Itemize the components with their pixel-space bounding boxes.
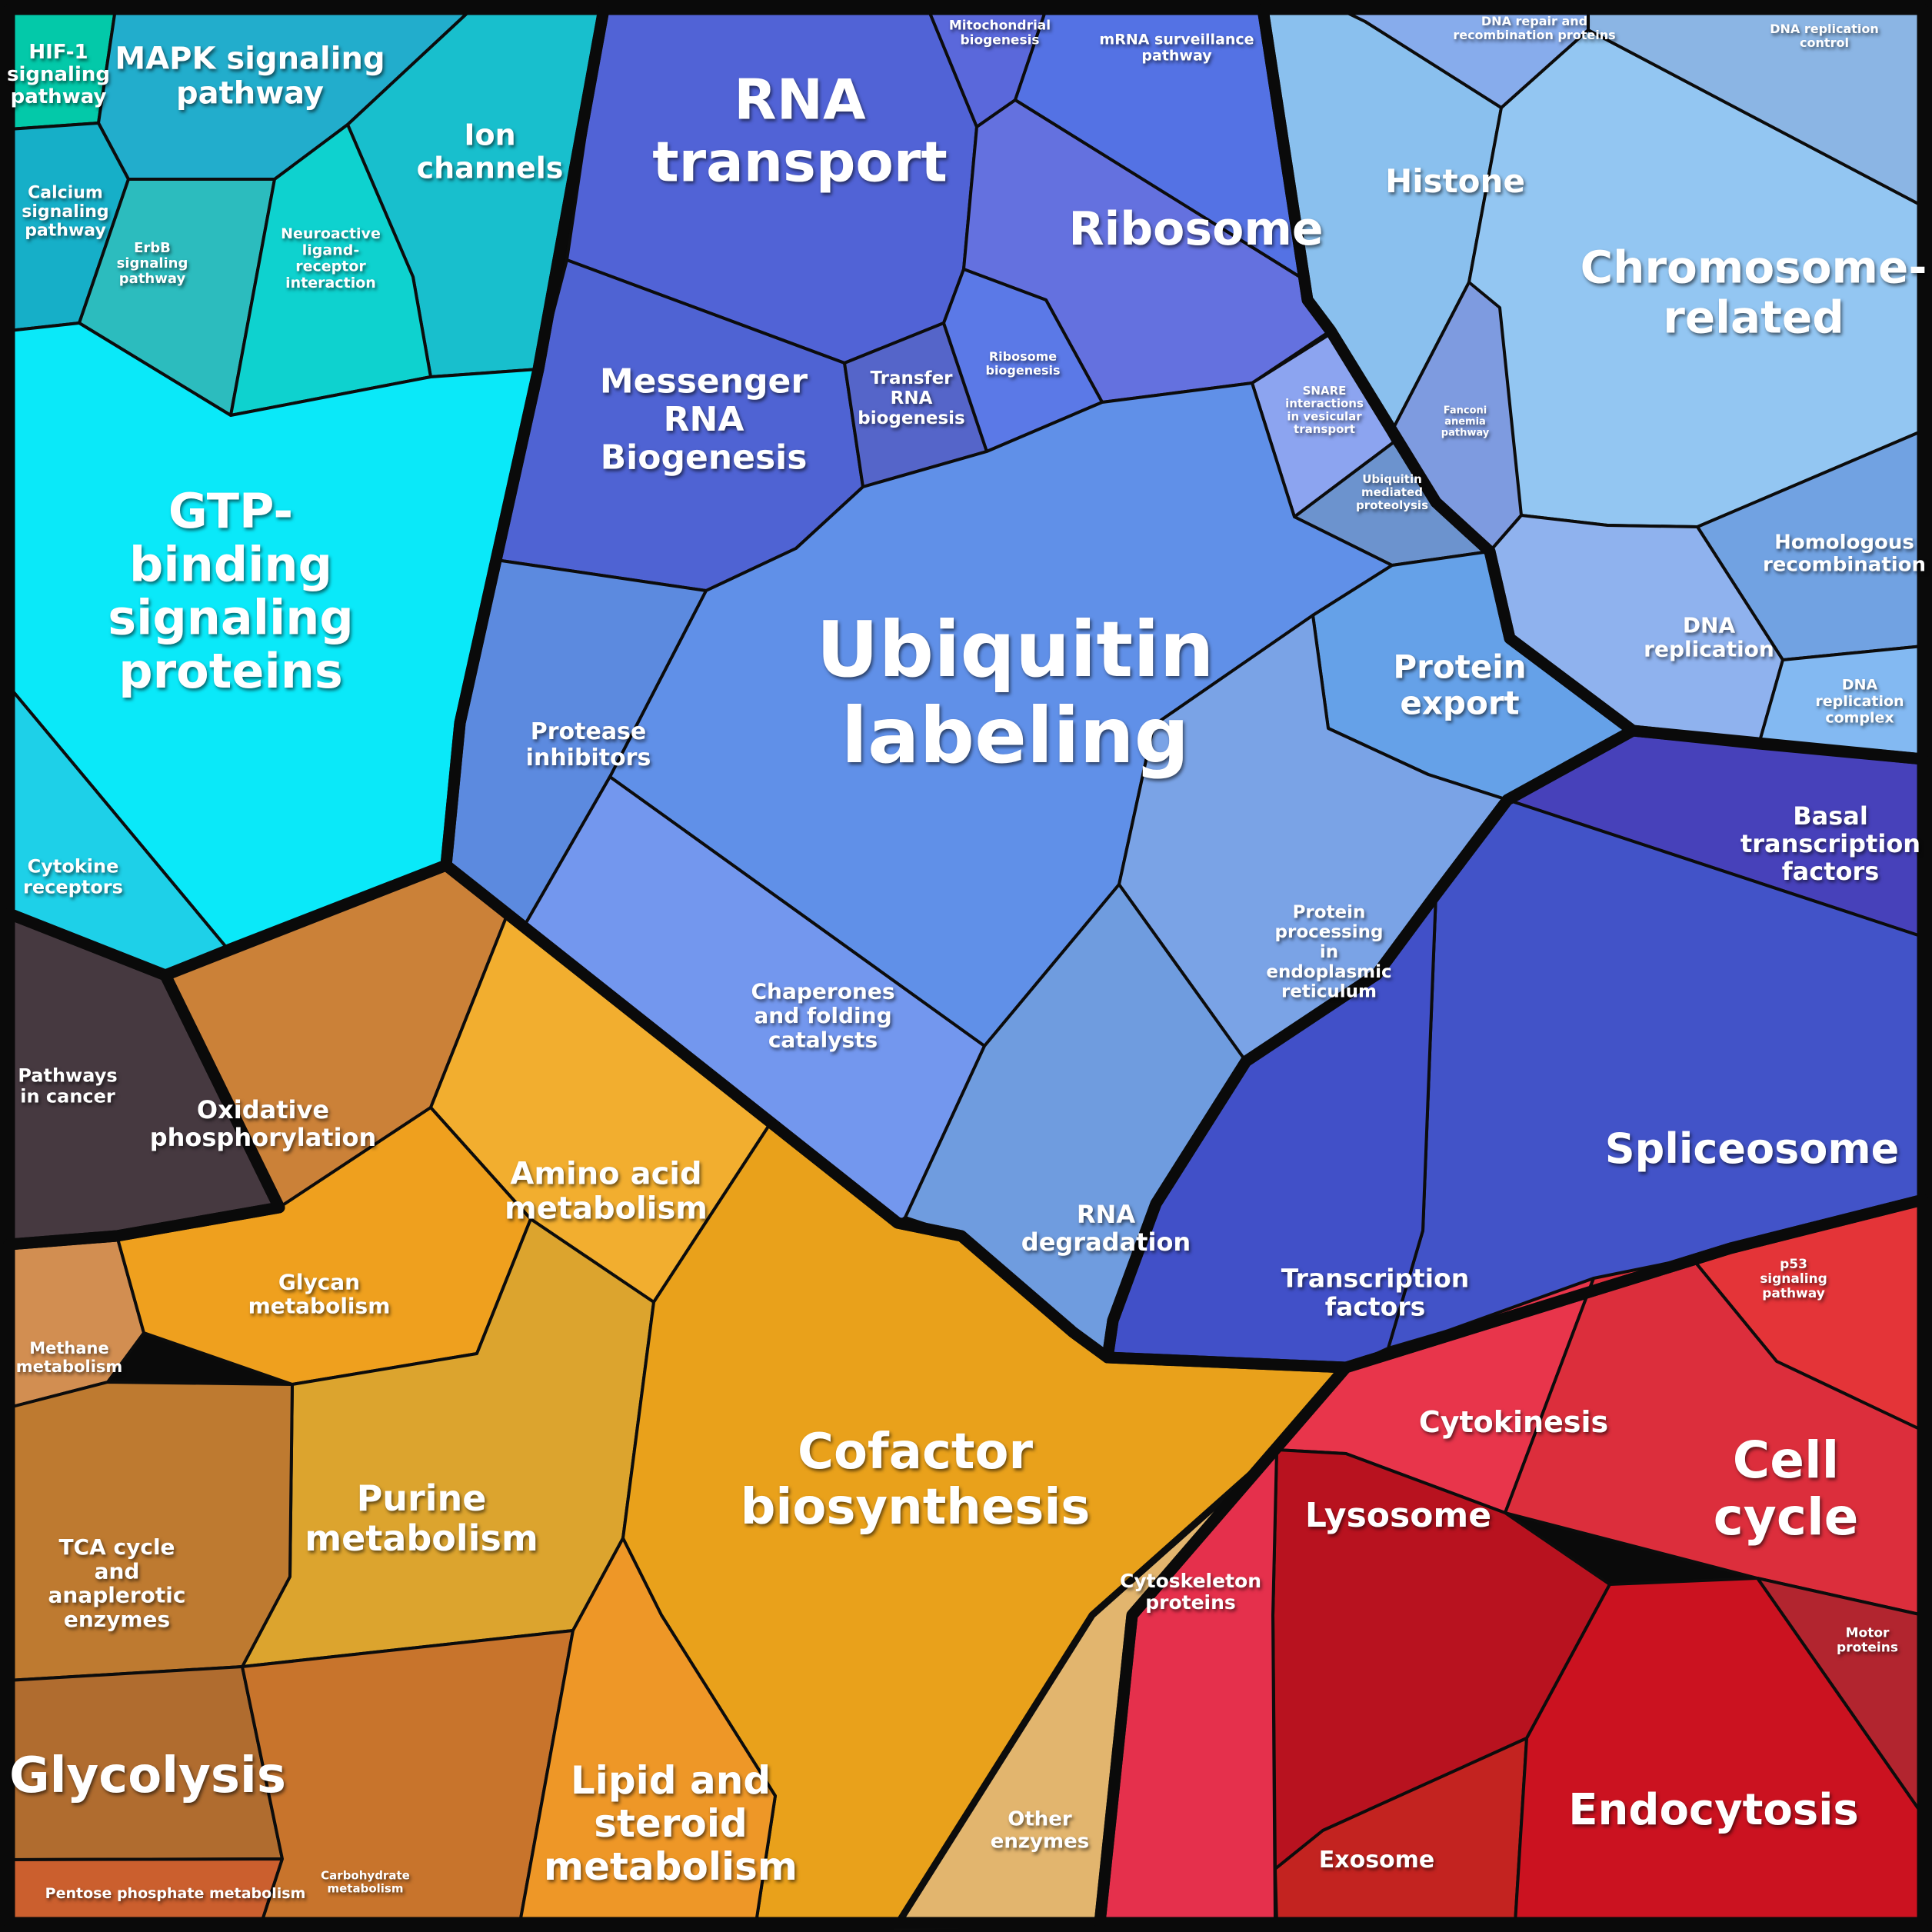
cell-label-exosome: Exosome xyxy=(1319,1847,1435,1874)
cell-label-spliceosome: Spliceosome xyxy=(1605,1124,1899,1173)
group-borders-layer xyxy=(3,3,1929,1929)
cell-label-pentose-phosphate: Pentose phosphate metabolism xyxy=(45,1885,306,1902)
cell-ribosome-biogenesis[interactable] xyxy=(942,268,1104,453)
group-border-cellular xyxy=(1094,1194,1929,1929)
cells-layer xyxy=(6,8,1924,1930)
cell-label-glycolysis: Glycolysis xyxy=(9,1747,286,1804)
cell-label-chromosome-related: Chromosome-related xyxy=(1581,242,1927,344)
cell-neuroactive[interactable] xyxy=(229,123,432,417)
cell-label-cytokinesis: Cytokinesis xyxy=(1419,1405,1608,1439)
cell-label-ribosome: Ribosome xyxy=(1068,202,1323,256)
cell-label-endocytosis: Endocytosis xyxy=(1568,1785,1858,1835)
cell-label-lysosome: Lysosome xyxy=(1305,1496,1491,1535)
cell-label-histone: Histone xyxy=(1385,162,1525,200)
group-border-chromosome xyxy=(1257,3,1929,765)
cell-tca-cycle[interactable] xyxy=(6,1381,294,1682)
